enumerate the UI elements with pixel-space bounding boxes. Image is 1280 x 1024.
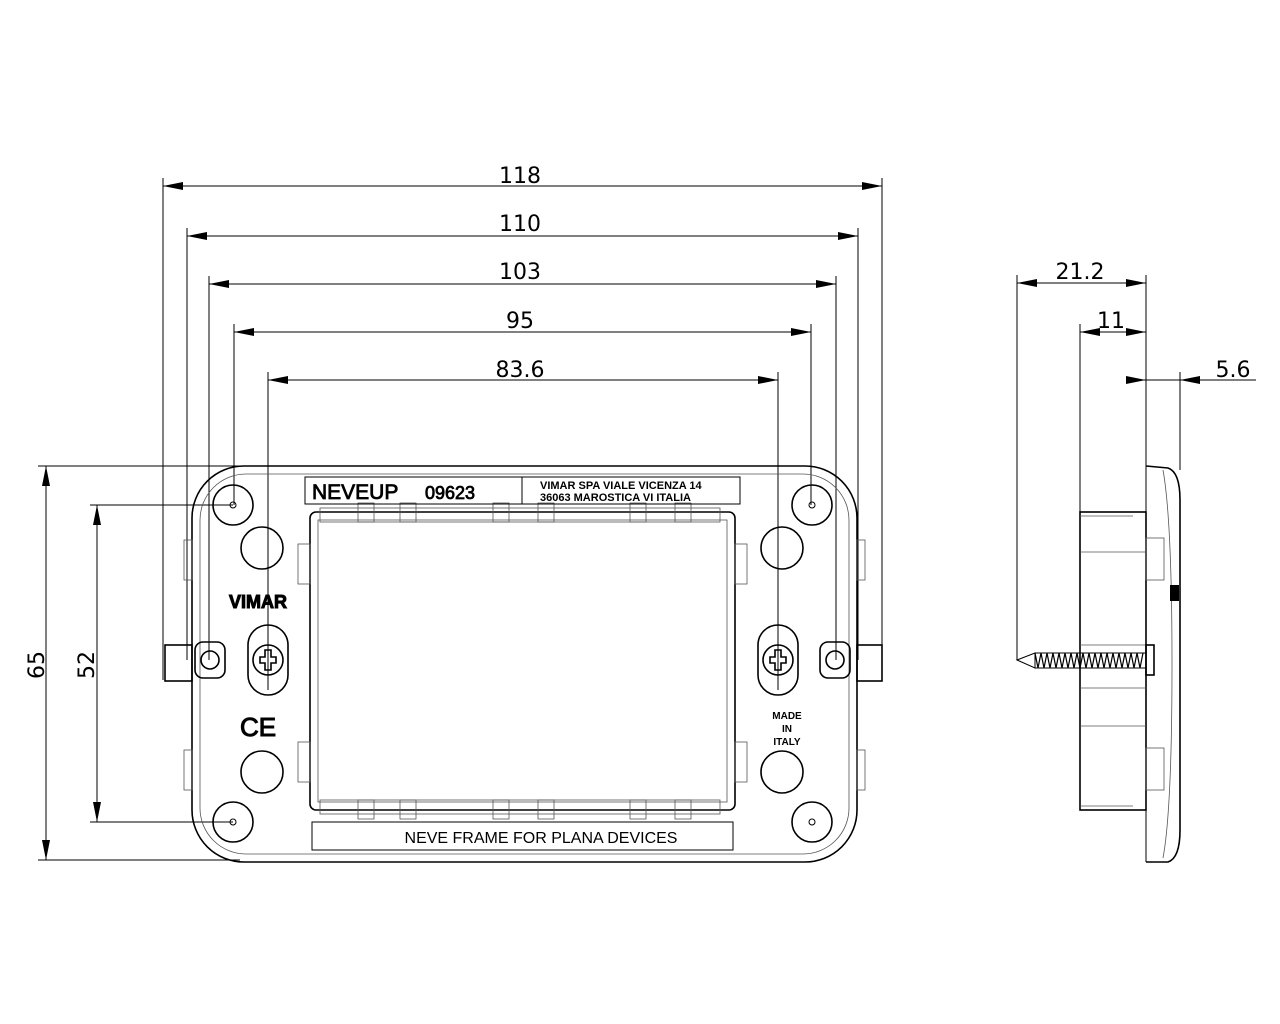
clip-detail (1170, 585, 1179, 601)
front-horizontal-dimensions: 118 110 103 95 83.6 (162, 164, 883, 690)
model-code: 09623 (425, 483, 475, 503)
dimension-103: 103 (499, 260, 541, 285)
side-dimensions: 21.2 11 5.6 (1016, 260, 1256, 862)
made-in-line-3: ITALY (773, 737, 801, 748)
bottom-label: NEVE FRAME FOR PLANA DEVICES (405, 830, 678, 847)
brand-logo: VIMAR (229, 592, 287, 612)
address-line-2: 36063 MAROSTICA VI ITALIA (540, 492, 691, 504)
dimension-21-2: 21.2 (1056, 260, 1105, 285)
model-name: NEVEUP (312, 481, 398, 504)
frame-side-view (1015, 465, 1181, 863)
dimension-95: 95 (506, 309, 534, 334)
address-line-1: VIMAR SPA VIALE VICENZA 14 (540, 480, 702, 492)
made-in-line-2: IN (782, 724, 792, 735)
dimension-110: 110 (499, 212, 541, 237)
screw-icon (247, 624, 289, 696)
front-vertical-dimensions: 65 52 (25, 465, 240, 861)
dimension-118: 118 (499, 164, 541, 189)
screw-icon (757, 624, 799, 696)
ce-mark: CE (240, 712, 276, 742)
dimension-52: 52 (75, 651, 100, 679)
side-screw-icon (1015, 652, 1147, 669)
dimension-83-6: 83.6 (496, 358, 545, 383)
dimension-65: 65 (25, 651, 50, 679)
made-in-line-1: MADE (772, 711, 802, 722)
frame-front-view: NEVEUP 09623 VIMAR SPA VIALE VICENZA 14 … (164, 465, 883, 863)
dimension-5-6: 5.6 (1216, 358, 1251, 383)
mounting-holes (194, 484, 851, 843)
dimension-11: 11 (1097, 309, 1125, 334)
